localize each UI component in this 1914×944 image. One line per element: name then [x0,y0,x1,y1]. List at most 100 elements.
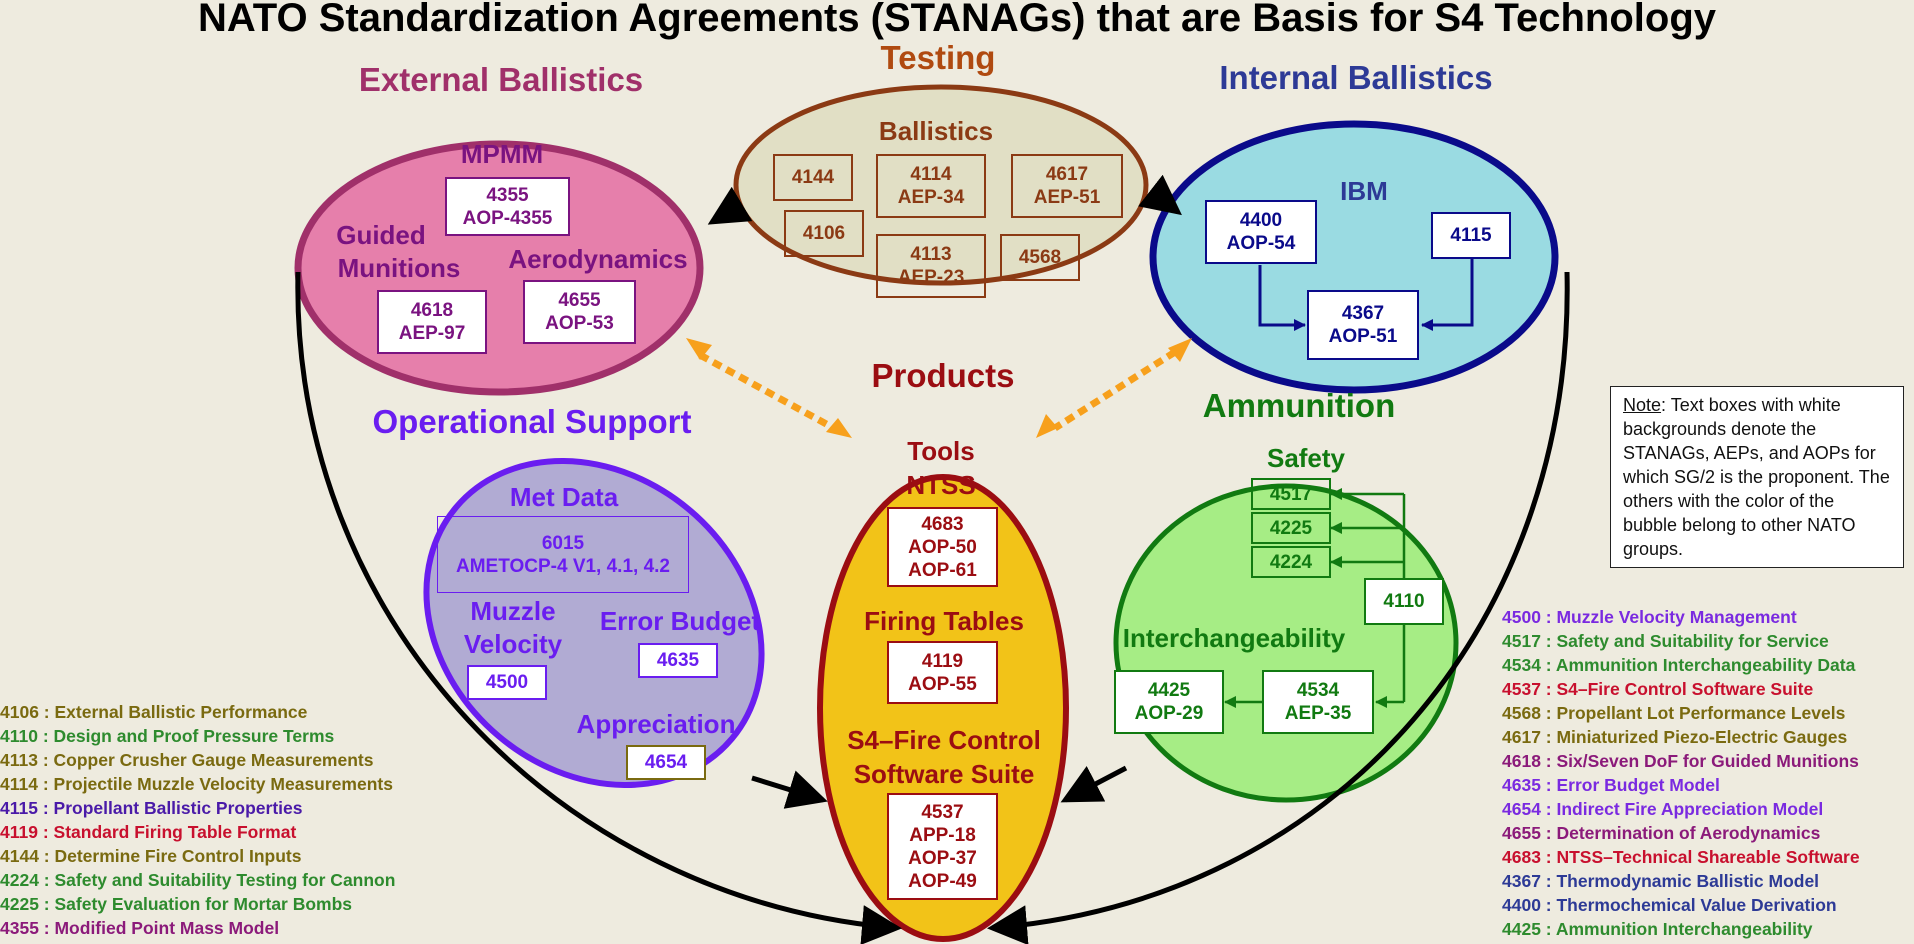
legend-item: 4617 : Miniaturized Piezo-Electric Gauge… [1502,727,1848,747]
testing-to-external-arrow [707,186,753,225]
box-line: AOP-51 [1328,326,1398,347]
internal-ballistics-heading: Internal Ballistics [1219,59,1493,96]
box-4534: 4534 AEP-35 [1262,670,1374,734]
firing-tables-label: Firing Tables [864,606,1024,636]
box-4568: 4568 [1000,234,1080,281]
external-products-arrowhead-b [826,418,852,438]
ops-to-products-arrow [751,770,828,809]
aerodynamics-label: Aerodynamics [508,244,688,274]
box-4225: 4225 [1251,512,1331,544]
box-line: AOP-55 [908,673,977,695]
box-line: 4400 [1239,210,1283,231]
legend-item: 4225 : Safety Evaluation for Mortar Bomb… [0,894,353,914]
tools-label: Tools [907,436,975,466]
box-line: 4119 [921,650,964,672]
box-line: 4144 [791,167,835,188]
box-6015: 6015 AMETOCP-4 V1, 4.1, 4.2 [437,516,689,593]
note-text: : Text boxes with white backgrounds deno… [1623,395,1890,559]
left-curve-arrow [295,271,902,944]
legend-item: 4367 : Thermodynamic Ballistic Model [1502,871,1820,891]
error-budget-label: Error Budget [599,606,761,636]
legend-item: 4114 : Projectile Muzzle Velocity Measur… [0,774,393,794]
legend-item: 4500 : Muzzle Velocity Management [1502,607,1797,627]
note-box: Note: Text boxes with white backgrounds … [1610,386,1904,568]
right-curve-arrow [987,271,1570,944]
box-line: 4683 [921,513,964,535]
box-4113: 4113 AEP-23 [876,234,986,298]
note-lead: Note [1623,395,1662,415]
ibm-4115-connector [1421,258,1474,331]
products-heading: Products [871,357,1015,394]
legend-item: 4400 : Thermochemical Value Derivation [1502,895,1837,915]
legend-item: 4355 : Modified Point Mass Model [0,918,280,938]
external-products-arrowhead-a [686,338,712,360]
box-line: 4537 [921,801,964,823]
box-4400: 4400 AOP-54 [1205,200,1317,264]
box-line: 4113 [910,244,952,265]
box-line: 4618 [410,300,454,321]
box-line: 4106 [802,223,846,244]
legend-item: 4113 : Copper Crusher Gauge Measurements [0,750,374,770]
legend-item: 4683 : NTSS–Technical Shareable Software [1502,847,1860,867]
box-line: AEP-34 [897,187,965,208]
box-line: 4534 [1296,680,1340,701]
legend-item: 4517 : Safety and Suitability for Servic… [1502,631,1829,651]
legend-item: 4568 : Propellant Lot Performance Levels [1502,703,1846,723]
interchangeability-label: Interchangeability [1122,623,1346,653]
box-4683: 4683 AOP-50 AOP-61 [887,507,998,587]
box-4537: 4537 APP-18 AOP-37 AOP-49 [887,793,998,900]
box-4144: 4144 [773,154,853,201]
box-4106: 4106 [784,210,864,257]
box-line: AEP-97 [398,323,466,344]
box-line: 4617 [1045,164,1089,185]
box-line: AOP-50 [908,536,977,558]
legend-item: 4537 : S4–Fire Control Software Suite [1502,679,1814,699]
legend-item: 4224 : Safety and Suitability Testing fo… [0,870,396,890]
page-title: NATO Standardization Agreements (STANAGs… [197,0,1717,40]
box-line: AEP-23 [897,267,965,288]
mpmm-label: MPMM [460,139,544,169]
guided-label-1: Guided [336,220,426,250]
box-line: 4355 [486,184,529,206]
legend-item: 4635 : Error Budget Model [1502,775,1720,795]
testing-to-internal-arrow [1138,174,1182,216]
box-line: 4500 [485,672,529,693]
box-4119: 4119 AOP-55 [887,641,998,704]
box-line: AOP-4355 [462,207,553,229]
box-4114: 4114 AEP-34 [876,154,986,218]
testing-heading: Testing [880,39,996,76]
box-4425: 4425 AOP-29 [1114,670,1224,734]
box-4367: 4367 AOP-51 [1307,290,1419,360]
box-line: AOP-54 [1226,233,1296,254]
box-4654: 4654 [626,745,706,780]
internal-products-arrowhead-b [1036,414,1058,438]
box-line: 4110 [1383,591,1425,612]
muzzle-label-1: Muzzle [470,596,556,626]
box-line: 4517 [1269,483,1313,505]
box-4500: 4500 [467,665,547,700]
box-line: 4655 [558,290,601,311]
ammunition-heading: Ammunition [1202,387,1396,424]
internal-products-arrowhead-a [1168,338,1192,362]
legend-item: 4654 : Indirect Fire Appreciation Model [1502,799,1824,819]
box-line: 4654 [644,752,688,773]
box-line: AEP-51 [1033,187,1101,208]
box-line: 6015 [541,532,585,554]
box-4517: 4517 [1251,478,1331,510]
box-line: APP-18 [909,824,976,846]
box-line: AEP-35 [1284,703,1352,724]
appreciation-label: Appreciation [576,709,736,739]
ballistics-label: Ballistics [878,116,994,146]
internal-products-link [1053,349,1177,431]
legend-item: 4534 : Ammunition Interchangeability Dat… [1502,655,1856,675]
legend-right: 4500 : Muzzle Velocity Management 4517 : … [1502,605,1860,941]
box-line: 4224 [1269,551,1313,573]
legend-item: 4655 : Determination of Aerodynamics [1502,823,1821,843]
box-4110: 4110 [1364,578,1444,625]
box-line: AMETOCP-4 V1, 4.1, 4.2 [455,555,670,577]
box-4115: 4115 [1431,212,1511,259]
box-line: 4225 [1269,517,1313,539]
box-line: 4425 [1147,680,1191,701]
products-bubble [817,474,1069,942]
box-4635: 4635 [638,643,718,678]
